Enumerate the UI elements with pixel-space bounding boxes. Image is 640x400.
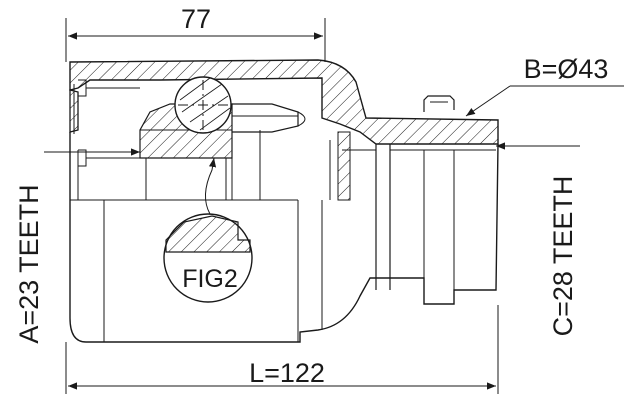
- stub-shaft: [329, 131, 496, 290]
- length-label: L=122: [249, 358, 325, 388]
- outer-teeth-label: C=28 TEETH: [548, 176, 578, 337]
- fig2-label: FIG2: [182, 265, 238, 293]
- ball: [174, 76, 232, 134]
- housing-section: [69, 59, 499, 145]
- diameter-label: B=Ø43: [524, 54, 609, 84]
- snap-ring-left: [78, 79, 140, 167]
- fig2-detail: [163, 157, 253, 303]
- leader-diameter: [465, 85, 624, 117]
- dimension-length: [65, 305, 499, 394]
- housing-body: [69, 132, 499, 343]
- dimension-77: [65, 18, 326, 62]
- dimension-77-label: 77: [181, 4, 211, 34]
- ring-clip: [423, 95, 455, 112]
- inner-teeth-label: A=23 TEETH: [14, 184, 44, 343]
